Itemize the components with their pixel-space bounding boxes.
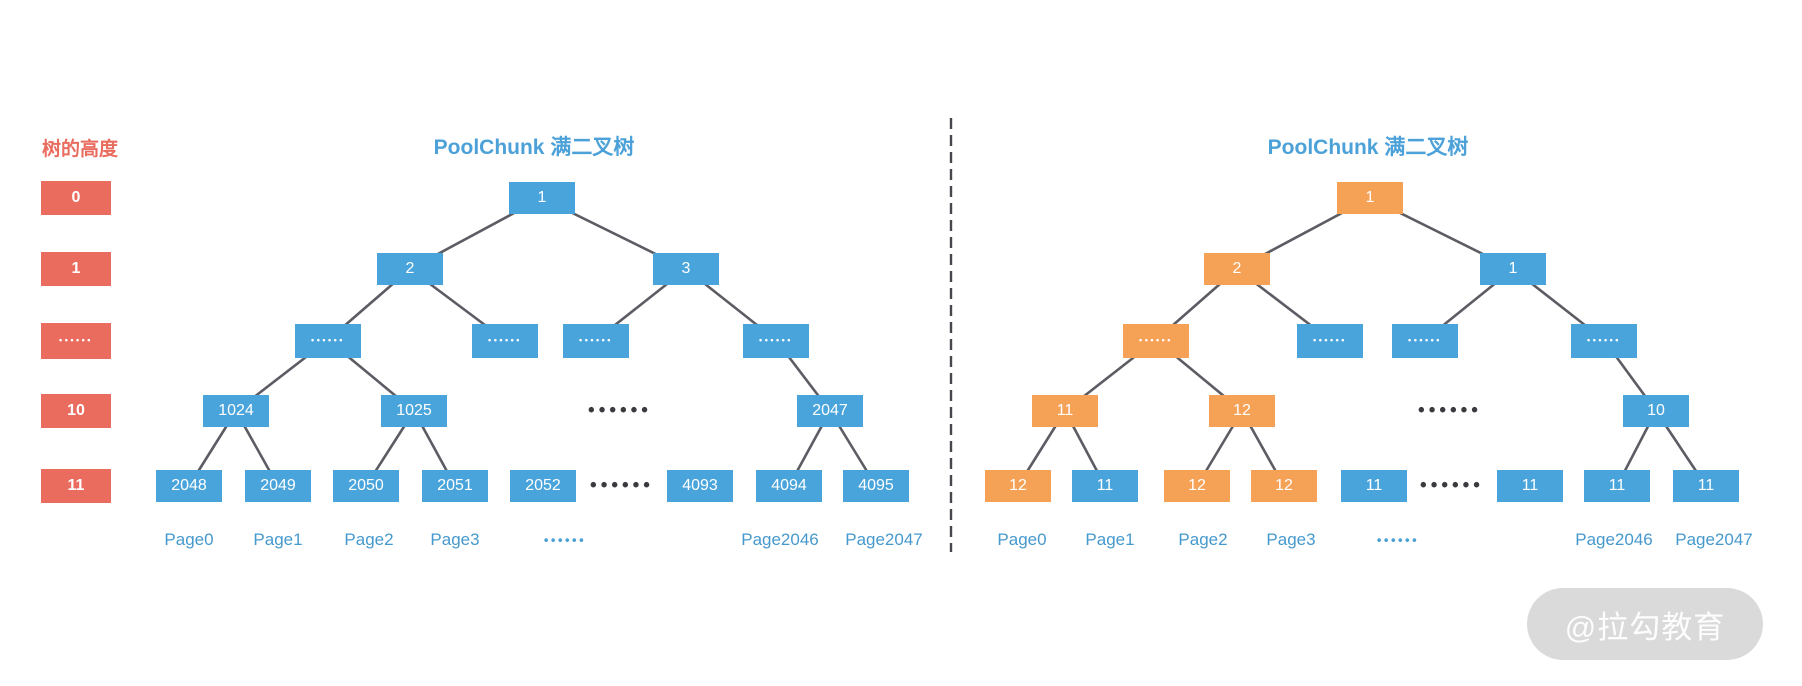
tree-height-legend-box: 0	[41, 181, 111, 215]
tree-node: 2049	[245, 470, 311, 502]
tree-node: 2048	[156, 470, 222, 502]
tree-node: 2051	[422, 470, 488, 502]
page-label: Page2046	[1575, 530, 1653, 549]
page-label: Page2046	[741, 530, 819, 549]
tree-node: 12	[1209, 395, 1275, 427]
tree-node: 3	[653, 253, 719, 285]
tree-height-legend-box: 10	[41, 394, 111, 428]
tree-node: 12	[1251, 470, 1317, 502]
tree-node: 11	[1497, 470, 1563, 502]
tree-node: 1	[1480, 253, 1546, 285]
tree-node: 10	[1623, 395, 1689, 427]
page-label: Page2	[344, 530, 394, 549]
tree-node-ellipsis: ••••••	[1571, 324, 1637, 358]
tree-height-legend-box: 1	[41, 252, 111, 286]
tree-node: 1024	[203, 395, 269, 427]
tree-node: 4093	[667, 470, 733, 502]
page-ellipsis-dots: ••••••	[543, 532, 587, 548]
page-label: Page2	[1178, 530, 1228, 549]
row-ellipsis-dots: ••••••	[590, 475, 654, 496]
tree-node: 1	[509, 182, 575, 214]
tree-node: 12	[1164, 470, 1230, 502]
tree-node: 11	[1673, 470, 1739, 502]
page-label: Page3	[1266, 530, 1316, 549]
tree-node-ellipsis: ••••••	[295, 324, 361, 358]
tree-node-ellipsis: ••••••	[1392, 324, 1458, 358]
right-tree-title: PoolChunk 满二叉树	[1267, 136, 1469, 159]
tree-node: 1	[1337, 182, 1403, 214]
tree-node: 2	[377, 253, 443, 285]
tree-height-legend-box: 11	[41, 469, 111, 503]
tree-node: 11	[1341, 470, 1407, 502]
tree-height-legend-box: ••••••	[41, 323, 111, 359]
tree-node-ellipsis: ••••••	[1123, 324, 1189, 358]
tree-node-ellipsis: ••••••	[743, 324, 809, 358]
page-label: Page2047	[845, 530, 923, 549]
tree-node: 2052	[510, 470, 576, 502]
row-ellipsis-dots: ••••••	[1420, 475, 1484, 496]
tree-node: 2050	[333, 470, 399, 502]
page-label: Page0	[164, 530, 214, 549]
row-ellipsis-dots: ••••••	[588, 400, 652, 421]
tree-node: 2	[1204, 253, 1270, 285]
page-label: Page0	[997, 530, 1047, 549]
tree-node-ellipsis: ••••••	[1297, 324, 1363, 358]
page-label: Page2047	[1675, 530, 1753, 549]
tree-node: 11	[1584, 470, 1650, 502]
tree-node: 11	[1032, 395, 1098, 427]
tree-height-legend-title: 树的高度	[41, 139, 119, 160]
tree-node-ellipsis: ••••••	[563, 324, 629, 358]
row-ellipsis-dots: ••••••	[1418, 400, 1482, 421]
tree-node: 11	[1072, 470, 1138, 502]
page-ellipsis-dots: ••••••	[1376, 532, 1420, 548]
tree-node: 4095	[843, 470, 909, 502]
tree-node: 4094	[756, 470, 822, 502]
page-label: Page1	[1085, 530, 1135, 549]
tree-node: 1025	[381, 395, 447, 427]
left-tree-title: PoolChunk 满二叉树	[433, 136, 635, 159]
page-label: Page1	[253, 530, 303, 549]
tree-node: 12	[985, 470, 1051, 502]
watermark-text: @拉勾教育	[1564, 609, 1726, 645]
watermark-badge: @拉勾教育	[1527, 588, 1763, 660]
tree-node-ellipsis: ••••••	[472, 324, 538, 358]
page-label: Page3	[430, 530, 480, 549]
tree-node: 2047	[797, 395, 863, 427]
